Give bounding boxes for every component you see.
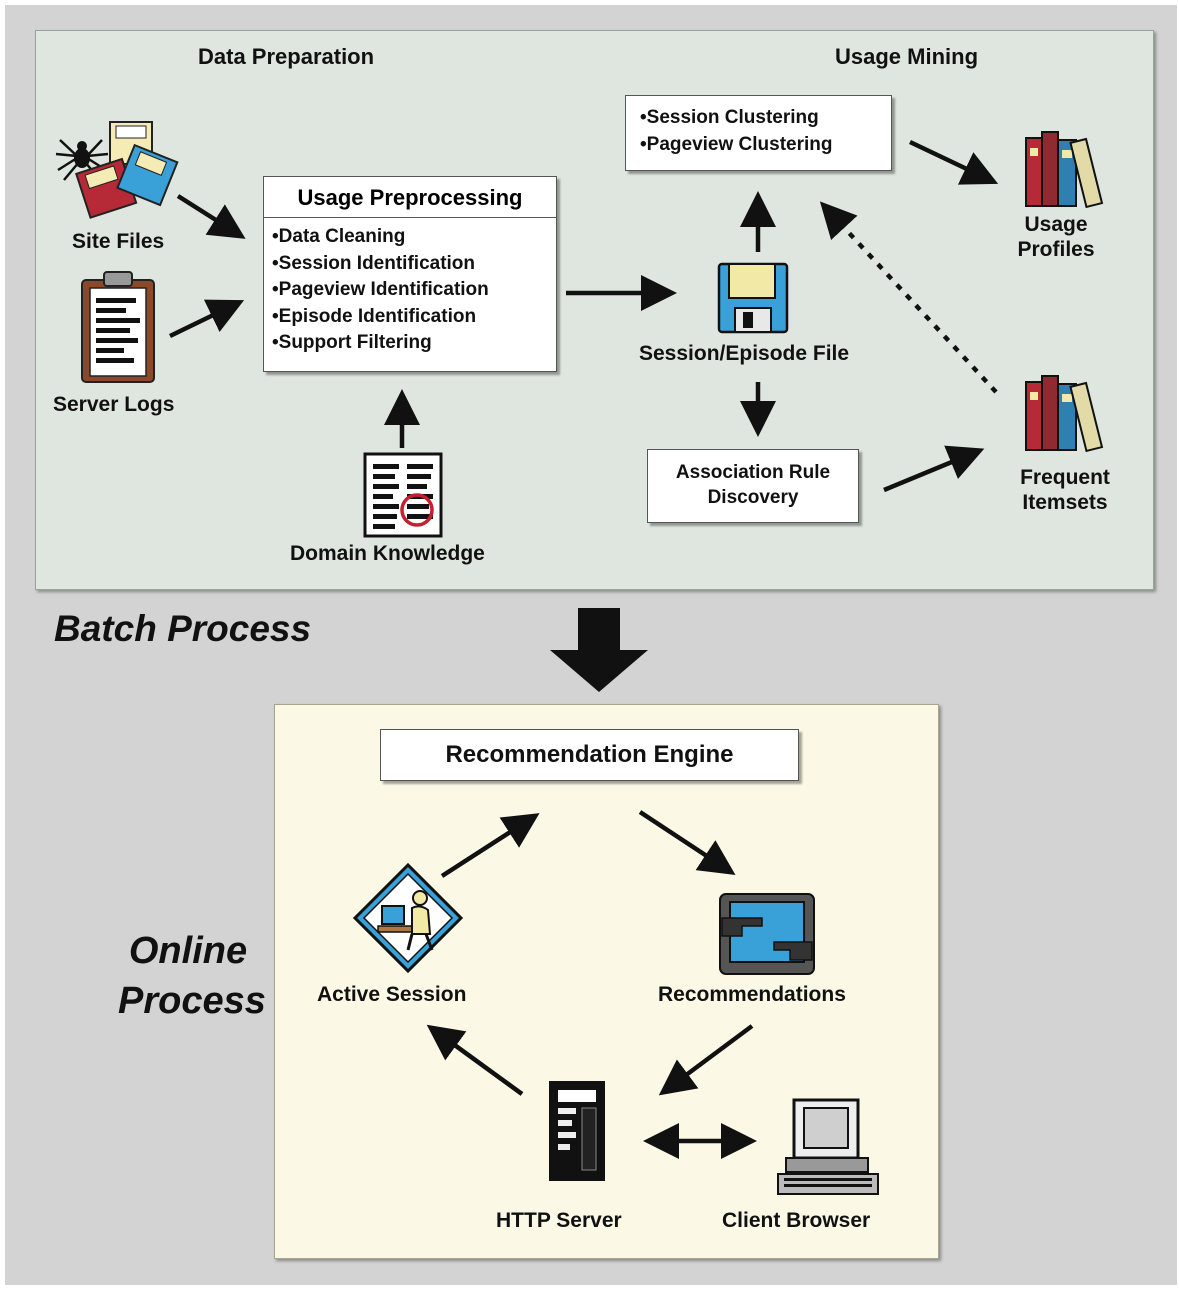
arrow-batch-to-online — [550, 608, 648, 692]
preprocessing-item: Data Cleaning — [272, 224, 556, 251]
usage-profiles-books-icon — [1025, 131, 1104, 209]
site-files-label: Site Files — [72, 230, 165, 253]
association-rule-line1: Association Rule — [675, 462, 831, 483]
batch-process-title: Batch Process — [54, 608, 312, 649]
preprocessing-item: Support Filtering — [272, 330, 556, 357]
preprocessing-item: Pageview Identification — [272, 277, 556, 304]
arrow-active-session-to-engine — [440, 813, 540, 878]
frequent-itemsets-line2: Itemsets — [1022, 491, 1108, 514]
data-preparation-heading: Data Preparation — [198, 44, 375, 69]
recommendations-icon — [719, 893, 815, 975]
clustering-box: Session Clustering Pageview Clustering — [625, 95, 892, 171]
online-process-line1: Online — [128, 930, 248, 972]
arrow-server-logs-to-preprocessing — [169, 299, 245, 339]
active-session-icon — [352, 862, 464, 974]
domain-knowledge-label: Domain Knowledge — [290, 542, 485, 565]
preprocessing-item: Session Identification — [272, 251, 556, 278]
online-process-title: Online Process — [118, 926, 266, 1026]
server-logs-icon — [81, 271, 155, 383]
frequent-itemsets-label: Frequent Itemsets — [1000, 465, 1130, 515]
usage-preprocessing-box: Usage Preprocessing Data Cleaning Sessio… — [263, 176, 557, 372]
domain-knowledge-icon — [363, 452, 443, 538]
recommendations-label: Recommendations — [658, 983, 846, 1006]
arrow-site-files-to-preprocessing — [176, 194, 246, 239]
session-file-label: Session/Episode File — [639, 342, 850, 365]
usage-mining-heading: Usage Mining — [835, 44, 979, 69]
online-process-line2: Process — [118, 980, 266, 1022]
http-server-icon — [549, 1081, 605, 1181]
http-server-label: HTTP Server — [496, 1209, 622, 1232]
arrow-association-to-frequent-itemsets — [883, 445, 985, 493]
association-rule-line2: Discovery — [707, 487, 799, 508]
client-browser-computer-icon — [777, 1098, 879, 1195]
arrow-clustering-to-usage-profiles — [909, 139, 999, 185]
active-session-label: Active Session — [317, 983, 467, 1006]
arrow-engine-to-recommendations — [638, 810, 736, 875]
frequent-itemsets-books-icon — [1025, 375, 1104, 453]
arrow-frequent-itemsets-to-clustering-dotted — [819, 201, 998, 394]
association-rule-box: Association Rule Discovery — [647, 449, 859, 523]
usage-profiles-line2: Profiles — [1017, 238, 1095, 261]
preprocessing-item: Episode Identification — [272, 304, 556, 331]
usage-preprocessing-title: Usage Preprocessing — [264, 177, 556, 218]
arrow-recommendations-to-http-server — [658, 1024, 754, 1096]
frequent-itemsets-line1: Frequent — [1020, 466, 1110, 489]
session-file-disk-icon — [717, 262, 789, 334]
usage-profiles-label: Usage Profiles — [1010, 212, 1102, 262]
recommendation-engine-label: Recommendation Engine — [445, 741, 734, 768]
usage-profiles-line1: Usage — [1024, 213, 1088, 236]
clustering-item: Session Clustering — [640, 105, 891, 132]
clustering-item: Pageview Clustering — [640, 132, 891, 159]
recommendation-engine-box: Recommendation Engine — [380, 729, 799, 781]
server-logs-label: Server Logs — [53, 393, 175, 416]
arrow-http-server-to-active-session — [426, 1024, 524, 1096]
site-files-icon — [55, 121, 179, 219]
client-browser-label: Client Browser — [722, 1209, 871, 1232]
